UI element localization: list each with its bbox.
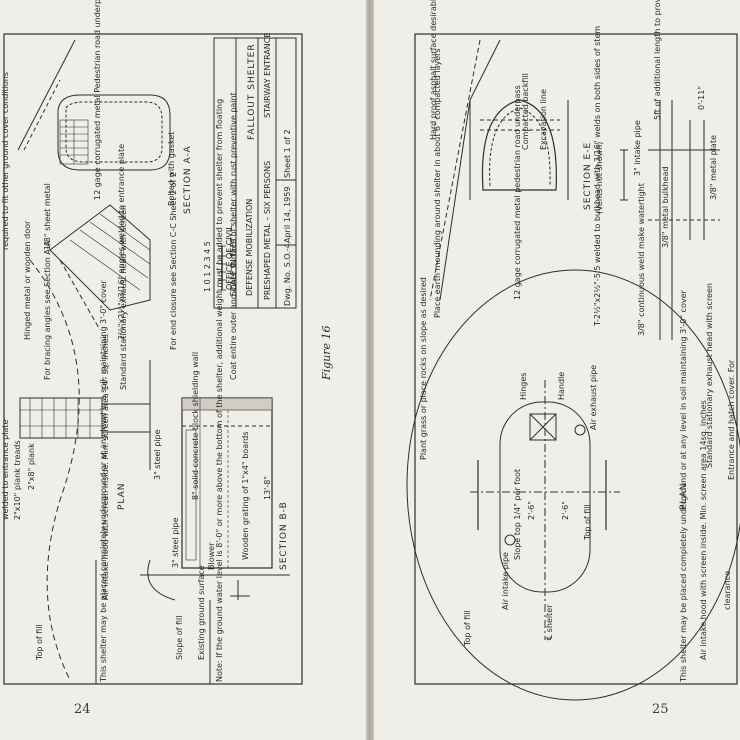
label-handle: Handle	[557, 372, 566, 400]
label-excavation: Excavation line	[539, 89, 548, 150]
label-plank-treads: 2"x10" plank treads	[13, 440, 22, 520]
title-sub: PRESHAPED METAL – SIX PERSONS	[263, 161, 272, 300]
label-closure: For end closure see Section C-C Sheet 2 …	[169, 172, 178, 350]
label-continuous: 3/8" continuous weld make watertight	[637, 183, 646, 336]
label-dim-26b: 2'-6"	[561, 501, 570, 520]
left-border	[3, 33, 303, 685]
section-a-arch	[57, 94, 171, 171]
title-sheet: Sheet 1 of 2	[283, 129, 292, 178]
label-hard-proof: Hard proof asphalt surface desirable on …	[429, 0, 438, 140]
label-hinged: Hinged metal or wooden door	[23, 220, 32, 340]
label-intake-hood: Air intake hood with screen inside. Min.…	[699, 400, 708, 660]
label-bulkhead: 3/8" metal bulkhead	[661, 166, 670, 248]
section-e-arch	[481, 99, 557, 191]
label-slope-fill: Slope of fill	[175, 616, 184, 660]
label-bolted: Bolted with gasket	[167, 132, 176, 206]
label-entrance: Entrance and hatch cover. For	[727, 359, 736, 480]
label-top-fill-right: Top of fill	[583, 504, 592, 541]
label-angles: 2½"x2½"x3/16" angles welded to entrance …	[117, 144, 126, 340]
label-dim-11: 0'-11"	[697, 86, 706, 110]
title-main: FALLOUT SHELTER	[247, 43, 257, 140]
label-existing: Existing ground surface	[197, 565, 206, 660]
title-date: April 14, 1959	[283, 187, 292, 243]
plan-label-right: PLAN	[679, 482, 689, 510]
title-org-2: DEFENSE MOBILIZATION	[245, 199, 254, 296]
label-t-weld: T-2½"x2½"-5.5 welded to bulkhead with 3/…	[593, 26, 602, 327]
note-water: Note: If the ground water level is 8'-0"…	[215, 99, 224, 682]
label-concrete: 8" solid concrete block shielding wall	[191, 352, 200, 500]
label-pedestrian-right: 12 gage corrugated metal pedestrian road…	[513, 85, 522, 300]
title-dwg: Dwg. No. S.O.-4	[283, 243, 292, 306]
right-border	[414, 33, 738, 685]
label-sheet-metal: 1/8" sheet metal	[43, 183, 52, 250]
figure-label: Figure 16	[320, 325, 333, 381]
label-top-fill-right-2: Top of fill	[463, 610, 472, 647]
page-number-left: 24	[74, 702, 91, 717]
label-air-exhaust: Air exhaust pipe	[589, 365, 598, 430]
title-sub2: STAIRWAY ENTRANCE	[263, 33, 272, 118]
label-compacted: Compacted backfill	[521, 73, 530, 150]
section-a-label: SECTION A-A	[183, 145, 193, 214]
label-bracing: For bracing angles see Section A-A	[43, 241, 52, 380]
label-welded: welded to entrance plate	[1, 420, 10, 520]
label-clearance: clearance	[723, 571, 732, 610]
label-top-fill-left: Top of fill	[35, 624, 44, 661]
label-air-intake-left: Air intake hood with screen inside. Min.…	[101, 334, 110, 600]
label-coat: Coat entire outer and inner surface of s…	[229, 92, 238, 380]
label-shelter-cl: ℄ shelter	[545, 604, 554, 640]
note-placed-left: This shelter may be placed completely un…	[99, 280, 108, 684]
label-exhaust-left: Standard stationary exhaust head with sc…	[119, 205, 128, 390]
scale-ticks: 1 0 1 2 3 4 5	[203, 241, 212, 292]
scale-label: SCALE IN FEET	[229, 237, 238, 296]
label-slope-top: Slope top 1/4" per foot	[513, 469, 522, 560]
label-steel-pipe-a: 3" steel pipe	[153, 429, 162, 480]
plan-label-left: PLAN	[117, 482, 127, 510]
label-dim-26a: 2'-6"	[527, 501, 536, 520]
label-vents: (Vents not shown)	[595, 142, 604, 214]
page-number-right: 25	[652, 702, 669, 717]
left-page	[0, 0, 368, 740]
label-metal-plate: 3/8" metal plate	[709, 135, 718, 200]
title-block	[213, 37, 297, 309]
label-blower: Blower	[207, 542, 216, 570]
label-13-8: 13'-8"	[263, 476, 272, 500]
label-plant-grass: Plant grass or place rocks on slope as d…	[419, 277, 428, 460]
label-air-intake-right: Air intake pipe	[501, 552, 510, 610]
plan-ellipse	[406, 269, 740, 701]
note-placed-right: This shelter may be placed completely un…	[679, 289, 688, 683]
book-gutter	[366, 0, 374, 740]
label-earth-mounding: Place earth mounding around shelter in a…	[433, 48, 442, 318]
label-exhaust-head: Standard stationary exhaust head with sc…	[705, 283, 714, 468]
label-hinges: Hinges	[519, 373, 528, 400]
label-ground-cover: required to fit other ground cover condi…	[1, 72, 10, 250]
label-additional: 5ft of additional length to provide spac…	[653, 0, 662, 120]
label-grating: Wooden grating of 1"x4" boards	[241, 431, 250, 560]
label-steel-pipe-b: 3" steel pipe	[171, 517, 180, 568]
section-b-label: SECTION B-B	[279, 501, 289, 570]
title-org-1: OFFICE OF CIVIL	[225, 225, 234, 290]
label-plank: 2"x8" plank	[27, 443, 36, 490]
label-intake-pipe: 3" intake pipe	[633, 120, 642, 176]
label-pedestrian-left: 12 gage corrugated metal Pedestrian road…	[93, 0, 102, 200]
section-e-label: SECTION E-E	[583, 142, 593, 210]
